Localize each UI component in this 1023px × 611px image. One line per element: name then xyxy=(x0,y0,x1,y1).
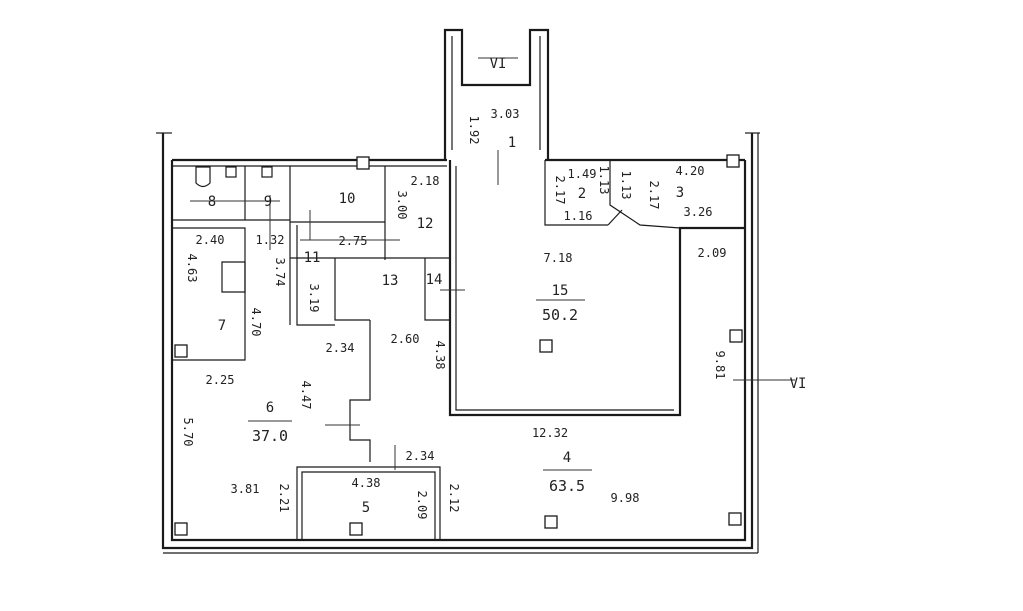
room-number: 14 xyxy=(426,272,443,288)
column xyxy=(356,156,370,170)
room-numbers: 1 2 3 4 5 6 7 8 9 10 11 12 13 14 15 xyxy=(208,135,684,516)
columns xyxy=(174,154,743,536)
room-number: 1 xyxy=(508,135,516,151)
room-number: 4 xyxy=(563,450,571,466)
column xyxy=(174,344,188,358)
column xyxy=(349,522,363,536)
column xyxy=(726,154,740,168)
room-number: 5 xyxy=(362,500,370,516)
dimension-label: 2.18 xyxy=(411,174,440,188)
room-number: 2 xyxy=(578,186,586,202)
dimension-label: 4.20 xyxy=(676,164,705,178)
dimension-label: 2.34 xyxy=(406,449,435,463)
room-number: 3 xyxy=(676,185,684,201)
section-mark-top: VI xyxy=(490,56,507,72)
column xyxy=(174,522,188,536)
vestibule-walls xyxy=(443,28,550,160)
dimension-label: 4.70 xyxy=(249,308,263,337)
room-number: 6 xyxy=(266,400,274,416)
room-area: 50.2 xyxy=(542,306,578,324)
dimension-label: 4.47 xyxy=(299,381,313,410)
dimension-label: 1.49 xyxy=(568,167,597,181)
column xyxy=(728,512,742,526)
dimension-label: 9.98 xyxy=(611,491,640,505)
dimension-label: 7.18 xyxy=(544,251,573,265)
dimension-label: 2.40 xyxy=(196,233,225,247)
dimension-label: 1.13 xyxy=(597,166,611,195)
column xyxy=(729,329,743,343)
dimension-label: 2.09 xyxy=(415,491,429,520)
room-number: 15 xyxy=(552,283,569,299)
dimensions: 3.03 1.92 2.18 3.00 1.49 2.17 1.13 1.13 … xyxy=(181,107,727,519)
section-marks: VI VI xyxy=(490,56,807,392)
room-number: 10 xyxy=(339,191,356,207)
column xyxy=(544,515,558,529)
interior-walls xyxy=(172,160,745,540)
room-number: 12 xyxy=(417,216,434,232)
dimension-label: 1.16 xyxy=(564,209,593,223)
dimension-label: 4.38 xyxy=(433,341,447,370)
dimension-label: 1.13 xyxy=(619,171,633,200)
dimension-lines xyxy=(190,57,795,470)
dimension-label: 1.32 xyxy=(256,233,285,247)
dimension-label: 1.92 xyxy=(467,116,481,145)
dimension-label: 2.60 xyxy=(391,332,420,346)
dimension-label: 4.63 xyxy=(185,254,199,283)
room-number: 9 xyxy=(264,194,272,210)
dimension-label: 2.17 xyxy=(553,176,567,205)
dimension-label: 2.17 xyxy=(647,181,661,210)
dimension-label: 3.00 xyxy=(395,191,409,220)
dimension-label: 2.25 xyxy=(206,373,235,387)
dimension-label: 3.26 xyxy=(684,205,713,219)
dimension-label: 4.38 xyxy=(352,476,381,490)
dimension-label: 2.12 xyxy=(447,484,461,513)
dimension-label: 2.34 xyxy=(326,341,355,355)
dimension-label: 12.32 xyxy=(532,426,568,440)
dimension-label: 2.21 xyxy=(277,484,291,513)
dimension-label: 3.81 xyxy=(231,482,260,496)
room-number: 7 xyxy=(218,318,226,334)
column xyxy=(539,339,553,353)
room-area: 37.0 xyxy=(252,427,288,445)
dimension-label: 9.81 xyxy=(713,351,727,380)
dimension-label: 3.19 xyxy=(307,284,321,313)
room-number: 13 xyxy=(382,273,399,289)
outer-walls xyxy=(156,132,760,554)
dimension-label: 2.09 xyxy=(698,246,727,260)
section-mark-right: VI xyxy=(790,376,807,392)
area-labels: 50.2 37.0 63.5 xyxy=(248,299,592,495)
dimension-label: 5.70 xyxy=(181,418,195,447)
dimension-label: 3.03 xyxy=(491,107,520,121)
room-area: 63.5 xyxy=(549,477,585,495)
toilet-fixtures xyxy=(195,166,273,188)
dimension-label: 2.75 xyxy=(339,234,368,248)
room-number: 11 xyxy=(304,250,321,266)
room-number: 8 xyxy=(208,194,216,210)
dimension-label: 3.74 xyxy=(273,258,287,287)
